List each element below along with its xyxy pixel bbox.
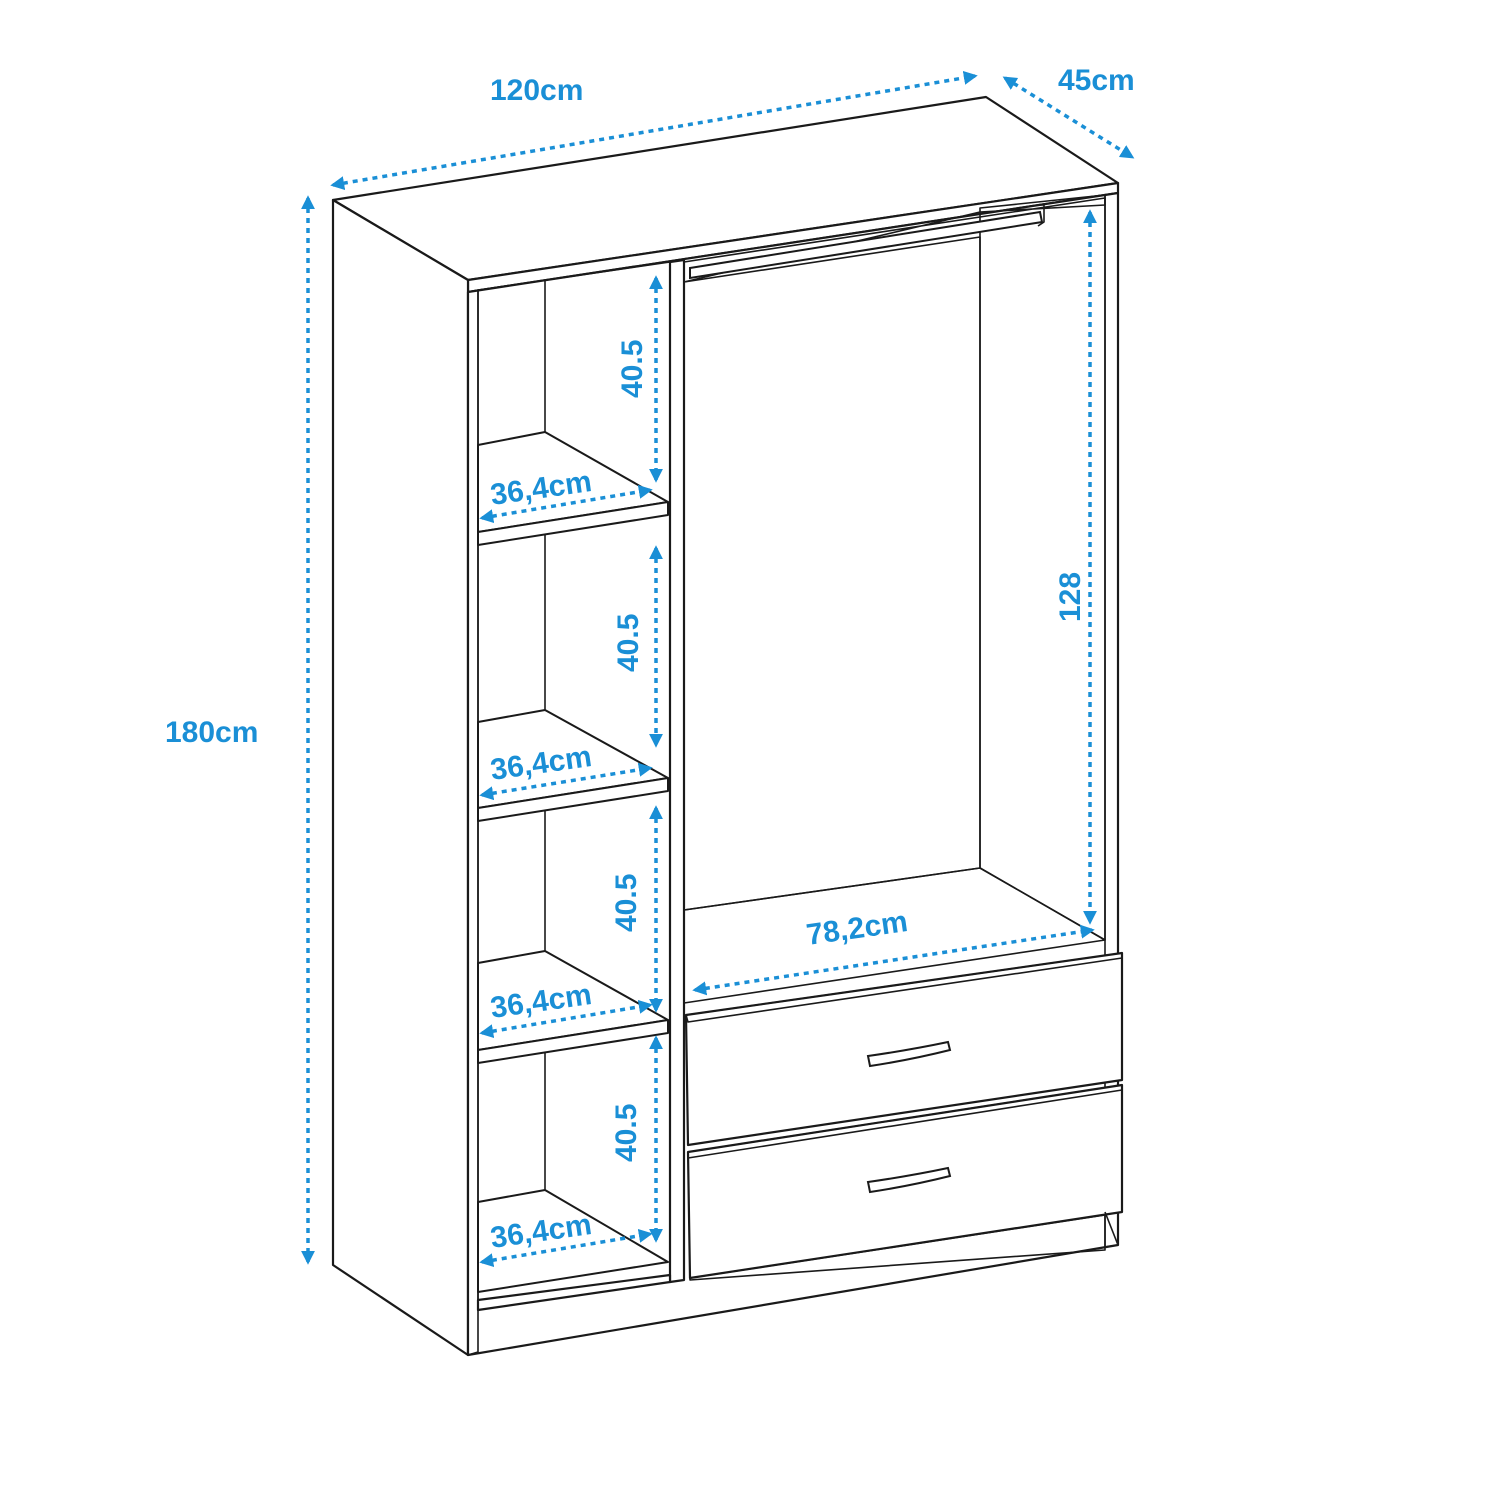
- label-shelf-height-4: 40.5: [610, 1104, 643, 1162]
- label-hanging-height: 128: [1054, 572, 1087, 622]
- label-total-width: 120cm: [490, 74, 583, 107]
- hanging-ceiling: [683, 197, 1106, 283]
- label-shelf-height-3: 40.5: [610, 874, 643, 932]
- label-total-height: 180cm: [165, 716, 258, 749]
- drawer-bottom-handle: [866, 1166, 952, 1194]
- dimension-lines: [301, 70, 1135, 1268]
- drawer-unit: [684, 951, 1124, 1281]
- dim-line-depth: [1002, 76, 1135, 159]
- dim-line-shelf-width-4: [479, 1228, 653, 1268]
- plinth: [689, 1214, 1106, 1281]
- hanging-floor: [683, 867, 1106, 1004]
- label-shelf-height-2: 40.5: [612, 614, 645, 672]
- left-frame-edge: [467, 289, 479, 1356]
- left-side-panel: [331, 198, 470, 1357]
- hanging-section: [683, 194, 1106, 1004]
- dim-line-shelf-width-1: [479, 484, 653, 524]
- dim-line-shelf-width-3: [479, 999, 653, 1039]
- dim-line-shelf-width-2: [479, 762, 653, 801]
- dim-line-width: [330, 70, 978, 191]
- center-divider: [668, 258, 686, 1284]
- dim-line-hanging-width: [692, 924, 1095, 996]
- drawer-top-handle: [866, 1040, 952, 1068]
- hanging-rod: [689, 210, 1044, 280]
- label-shelf-height-1: 40.5: [616, 340, 649, 398]
- shelf-base: [476, 1273, 672, 1312]
- label-depth: 45cm: [1058, 64, 1135, 97]
